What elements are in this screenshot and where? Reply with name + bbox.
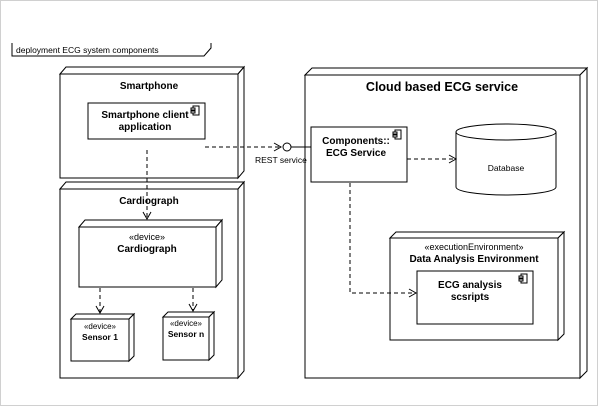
component-icon bbox=[392, 129, 402, 140]
arrowhead bbox=[188, 303, 198, 313]
arrowhead bbox=[142, 211, 152, 221]
device-top-face bbox=[77, 219, 224, 228]
arrowhead bbox=[448, 154, 458, 164]
database-body bbox=[455, 132, 557, 196]
arrowhead bbox=[273, 142, 283, 152]
database-title: Database bbox=[488, 163, 525, 173]
node-top-face bbox=[303, 67, 589, 76]
cardiograph-device[interactable]: «device» Cardiograph bbox=[77, 218, 224, 289]
sensor-n-device[interactable]: «device» Sensor n bbox=[161, 310, 216, 362]
database-top bbox=[455, 123, 557, 141]
sensor-1-device[interactable]: «device» Sensor 1 bbox=[69, 312, 136, 363]
arrowhead bbox=[408, 288, 418, 298]
node-side-face bbox=[237, 65, 245, 180]
device-title: Sensor n bbox=[168, 329, 204, 339]
component-icon bbox=[518, 273, 528, 284]
service-to-database-connector bbox=[407, 154, 458, 164]
ecg-scripts-component[interactable]: ECG analysis scsripts bbox=[416, 270, 534, 325]
cloud-title: Cloud based ECG service bbox=[366, 80, 518, 94]
device-stereotype: «device» bbox=[84, 322, 117, 331]
diagram-frame: deployment ECG system components bbox=[11, 43, 212, 57]
component-box bbox=[310, 126, 408, 183]
device-front-face bbox=[78, 226, 217, 288]
interface-circle bbox=[282, 142, 292, 152]
device-top-face bbox=[69, 313, 136, 320]
node-top-face bbox=[58, 66, 246, 75]
frame-title: deployment ECG system components bbox=[16, 45, 159, 55]
component-box bbox=[416, 270, 534, 325]
device-front-face bbox=[70, 318, 130, 362]
cardiograph-to-sensor1-connector bbox=[95, 288, 105, 315]
device-title: Sensor 1 bbox=[82, 332, 118, 342]
service-to-scripts-connector bbox=[349, 183, 418, 298]
device-title: Cardiograph bbox=[117, 244, 176, 255]
ecg-service-component[interactable]: Components:: ECG Service bbox=[310, 126, 408, 183]
smartphone-title: Smartphone bbox=[120, 81, 179, 92]
node-side-face bbox=[579, 66, 588, 380]
env-stereotype: «executionEnvironment» bbox=[424, 242, 523, 252]
rest-interface: REST service bbox=[255, 142, 311, 165]
component-label-line2: ECG Service bbox=[326, 148, 386, 159]
rest-dependency-connector bbox=[205, 142, 283, 152]
component-box bbox=[87, 102, 206, 140]
env-title: Data Analysis Environment bbox=[409, 254, 539, 265]
component-label-line1: Components:: bbox=[322, 136, 390, 147]
env-side-face bbox=[557, 230, 565, 342]
arrowhead bbox=[95, 305, 105, 315]
frame-tab-outline bbox=[11, 43, 212, 57]
client-to-cardiograph-connector bbox=[142, 150, 152, 221]
device-side-face bbox=[128, 312, 135, 363]
cardiograph-to-sensorn-connector bbox=[188, 288, 198, 313]
device-stereotype: «device» bbox=[129, 232, 165, 242]
dependency-line bbox=[349, 183, 415, 294]
device-side-face bbox=[215, 218, 223, 289]
database-node[interactable]: Database bbox=[455, 123, 557, 196]
device-stereotype: «device» bbox=[170, 319, 203, 328]
component-label-line1: Smartphone client bbox=[101, 110, 189, 121]
node-top-face bbox=[58, 181, 246, 190]
component-label-line2: scsripts bbox=[451, 292, 490, 303]
device-top-face bbox=[161, 311, 216, 318]
cardiograph-node-title: Cardiograph bbox=[119, 196, 178, 207]
node-side-face bbox=[237, 180, 245, 380]
component-icon bbox=[190, 105, 200, 116]
smartphone-client-component[interactable]: Smartphone client application bbox=[87, 102, 206, 140]
env-top-face bbox=[388, 231, 566, 239]
rest-service-label: REST service bbox=[255, 155, 307, 165]
component-label-line1: ECG analysis bbox=[438, 280, 502, 291]
component-label-line2: application bbox=[119, 122, 172, 133]
device-front-face bbox=[162, 316, 210, 361]
device-side-face bbox=[208, 310, 215, 362]
